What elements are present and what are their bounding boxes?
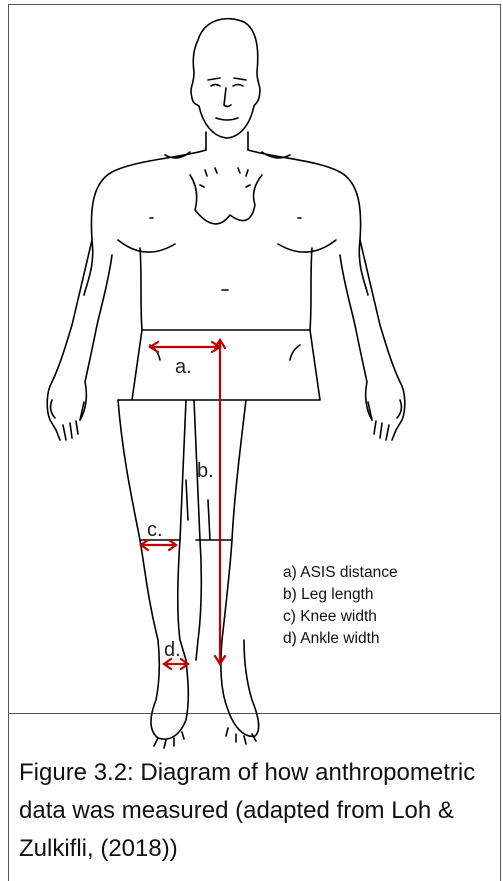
measurement-legend: a) ASIS distance b) Leg length c) Knee w…: [283, 562, 398, 650]
left-leg-outline: [118, 400, 188, 739]
legend-item-asis: a) ASIS distance: [283, 562, 398, 584]
label-d: d.: [164, 639, 181, 661]
waist-outline: [140, 248, 312, 330]
face-features: [208, 78, 246, 120]
legend-item-leg-length: b) Leg length: [283, 584, 398, 606]
legend-item-knee-width: c) Knee width: [283, 606, 398, 628]
figure-caption: Figure 3.2: Diagram of how anthropometri…: [19, 754, 489, 868]
label-a: a.: [175, 356, 192, 378]
right-arm-outline: [340, 240, 405, 430]
chest-detail: [118, 152, 336, 252]
right-hand-detail: [368, 400, 401, 440]
left-hand-detail: [51, 400, 84, 440]
left-arm-outline: [47, 240, 112, 430]
label-b: b.: [197, 460, 214, 482]
neck-outline: [206, 132, 248, 150]
caption-frame: Figure 3.2: Diagram of how anthropometri…: [8, 714, 501, 881]
right-leg-outline: [194, 400, 259, 736]
torso-outline: [84, 150, 368, 295]
label-c: c.: [147, 519, 163, 541]
legend-item-ankle-width: d) Ankle width: [283, 628, 398, 650]
